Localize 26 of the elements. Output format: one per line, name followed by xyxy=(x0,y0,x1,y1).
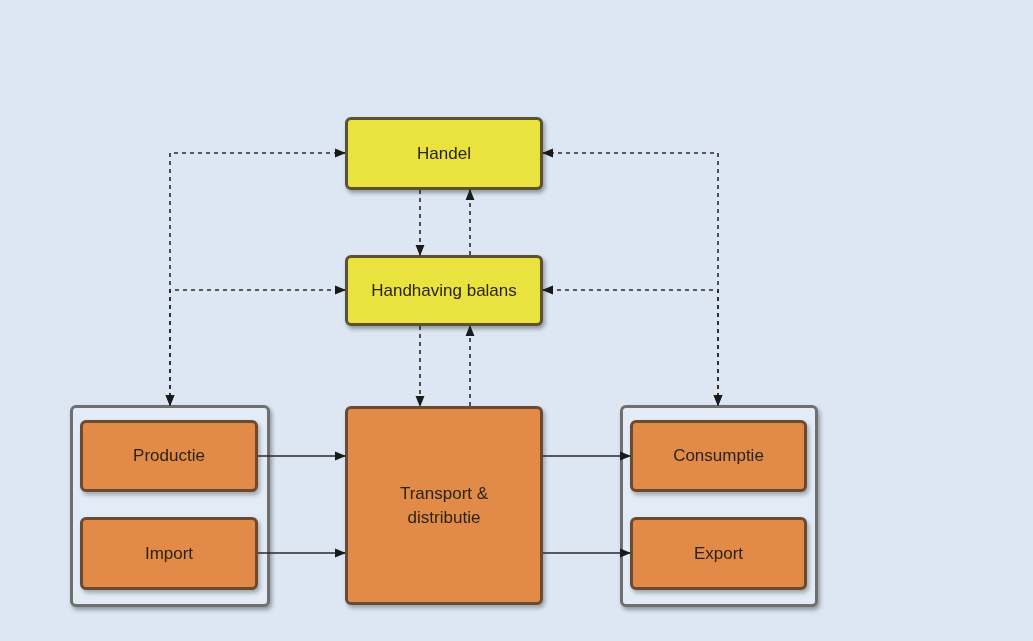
dashed-arrow xyxy=(465,324,475,407)
dashed-arrow xyxy=(415,325,425,408)
node-label: Handhaving balans xyxy=(370,279,518,302)
arrow xyxy=(542,548,632,558)
node-label: Import xyxy=(143,542,195,565)
node-label: Handel xyxy=(416,142,472,165)
arrow xyxy=(257,548,347,558)
arrow xyxy=(257,451,347,461)
process-box xyxy=(80,517,258,590)
process-box xyxy=(630,420,807,492)
node-label: Transport & distributie xyxy=(398,483,490,529)
dashed-arrow xyxy=(415,189,425,257)
process-box xyxy=(345,117,543,190)
process-box xyxy=(345,406,543,605)
process-box xyxy=(345,255,543,326)
node-label: Consumptie xyxy=(672,445,765,468)
dashed-arrow xyxy=(165,285,347,407)
node-label: Export xyxy=(692,542,745,565)
dashed-arrow xyxy=(465,188,475,256)
arrow xyxy=(542,451,632,461)
process-box xyxy=(80,420,258,492)
process-box xyxy=(630,517,807,590)
group-box xyxy=(620,405,818,607)
node-label: Productie xyxy=(132,445,206,468)
group-box xyxy=(70,405,270,607)
dashed-arrow xyxy=(541,285,723,407)
